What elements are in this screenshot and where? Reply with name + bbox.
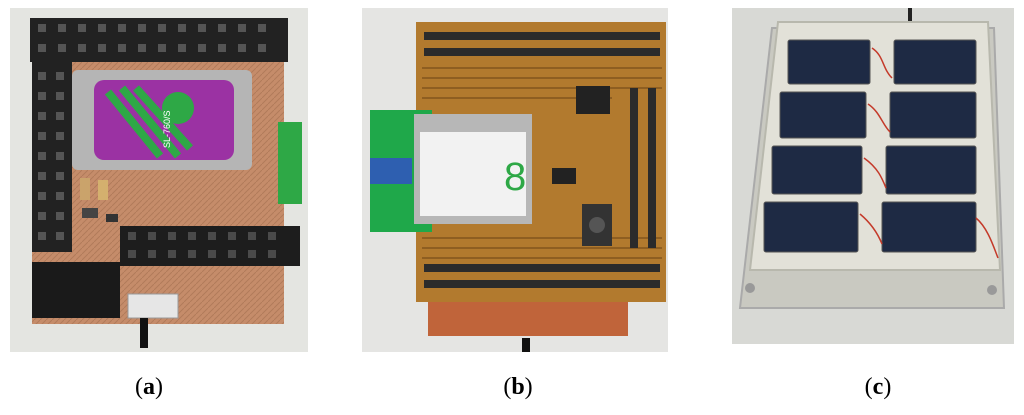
radio-module-board-photo: 8 (362, 8, 668, 352)
caption-c-letter: c (872, 374, 884, 400)
solar-cell (881, 201, 977, 253)
solar-cell (885, 145, 977, 195)
lithium-battery: SL-760/S (72, 70, 252, 170)
wiring (859, 47, 999, 259)
caption-b-letter: b (511, 374, 525, 400)
left-header-connector (32, 62, 72, 252)
photo-panel-b: 8 (362, 8, 668, 352)
solar-cells (763, 39, 977, 253)
pcb-battery-board-photo: SL-760/S (10, 8, 308, 352)
antenna-tab (278, 122, 302, 204)
header-pins (424, 32, 660, 288)
solar-cell (771, 145, 863, 195)
module-mark: 8 (504, 155, 526, 199)
solar-cell (787, 39, 871, 85)
photo-panel-c (732, 8, 1014, 344)
slide-switch (127, 293, 179, 319)
screw (987, 285, 997, 295)
solar-cell (763, 201, 859, 253)
solar-cell (889, 91, 977, 139)
smd-components (80, 178, 118, 222)
screw (745, 283, 755, 293)
solar-cell (893, 39, 977, 85)
antenna-connector (370, 158, 412, 184)
caption-a-letter: a (143, 374, 155, 400)
power-jack (32, 262, 120, 318)
solar-enclosure-photo (732, 8, 1014, 344)
photo-panel-a: SL-760/S (10, 8, 308, 352)
caption-b: (b) (503, 374, 533, 400)
battery-label: SL-760/S (162, 110, 172, 148)
radio-module-label (420, 132, 526, 216)
bottom-header-connector (120, 226, 300, 266)
top-header-connector (30, 18, 288, 62)
jumper (576, 86, 610, 114)
caption-c: (c) (864, 374, 892, 400)
caption-a: (a) (135, 374, 163, 400)
solar-cell (779, 91, 867, 139)
